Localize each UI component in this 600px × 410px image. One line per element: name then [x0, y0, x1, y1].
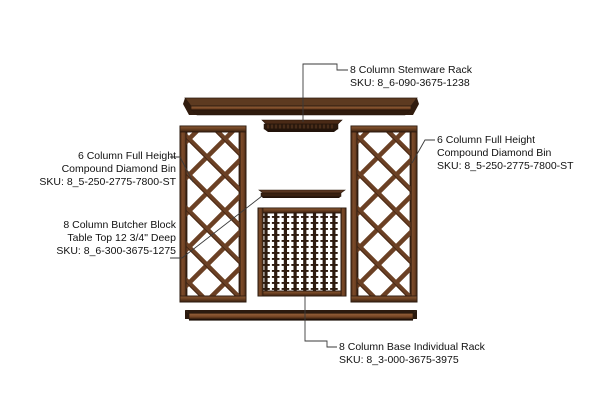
callout-butcher-sku: SKU: 8_6-300-3675-1275 — [56, 245, 176, 258]
leader-base — [304, 296, 337, 348]
callout-stemware-sku: SKU: 8_6-090-3675-1238 — [350, 77, 470, 90]
leader-lines — [170, 63, 435, 348]
butcher-block-table-top — [258, 189, 346, 198]
callout-base-title: 8 Column Base Individual Rack — [339, 341, 485, 353]
top-crown-molding — [183, 97, 419, 116]
callout-bin-right-sku: SKU: 8_5-250-2775-7800-ST — [437, 160, 574, 173]
callout-butcher-line2: Table Top 12 3/4" Deep — [67, 232, 176, 245]
right-compound-diamond-bin — [350, 125, 418, 303]
callout-stemware-rack: 8 Column Stemware Rack SKU: 8_6-090-3675… — [350, 64, 472, 90]
callout-bin-right-line2: Compound Diamond Bin — [437, 147, 552, 160]
base-molding — [185, 310, 417, 321]
callout-base-individual-rack: 8 Column Base Individual Rack SKU: 8_3-0… — [339, 341, 485, 367]
callout-bin-left-line1: 6 Column Full Height — [77, 150, 176, 162]
leader-bin-left — [170, 156, 194, 183]
callout-bin-left-sku: SKU: 8_5-250-2775-7800-ST — [39, 176, 176, 189]
leader-bin-right — [411, 139, 435, 164]
callout-base-sku: SKU: 8_3-000-3675-3975 — [339, 354, 459, 367]
callout-bin-left-line2: Compound Diamond Bin — [61, 163, 176, 176]
callout-bin-right-line1: 6 Column Full Height — [437, 134, 536, 146]
base-individual-rack — [257, 207, 347, 297]
leader-butcher — [170, 195, 263, 259]
callout-butcher-block: 8 Column Butcher Block Table Top 12 3/4"… — [0, 219, 176, 259]
left-compound-diamond-bin — [179, 125, 247, 303]
stemware-rack-component — [261, 119, 343, 132]
callout-butcher-line1: 8 Column Butcher Block — [63, 219, 176, 231]
callout-diamond-bin-left: 6 Column Full Height Compound Diamond Bi… — [0, 150, 176, 190]
callout-stemware-title: 8 Column Stemware Rack — [350, 64, 472, 76]
leader-stemware — [302, 63, 348, 122]
callout-diamond-bin-right: 6 Column Full Height Compound Diamond Bi… — [437, 134, 574, 174]
